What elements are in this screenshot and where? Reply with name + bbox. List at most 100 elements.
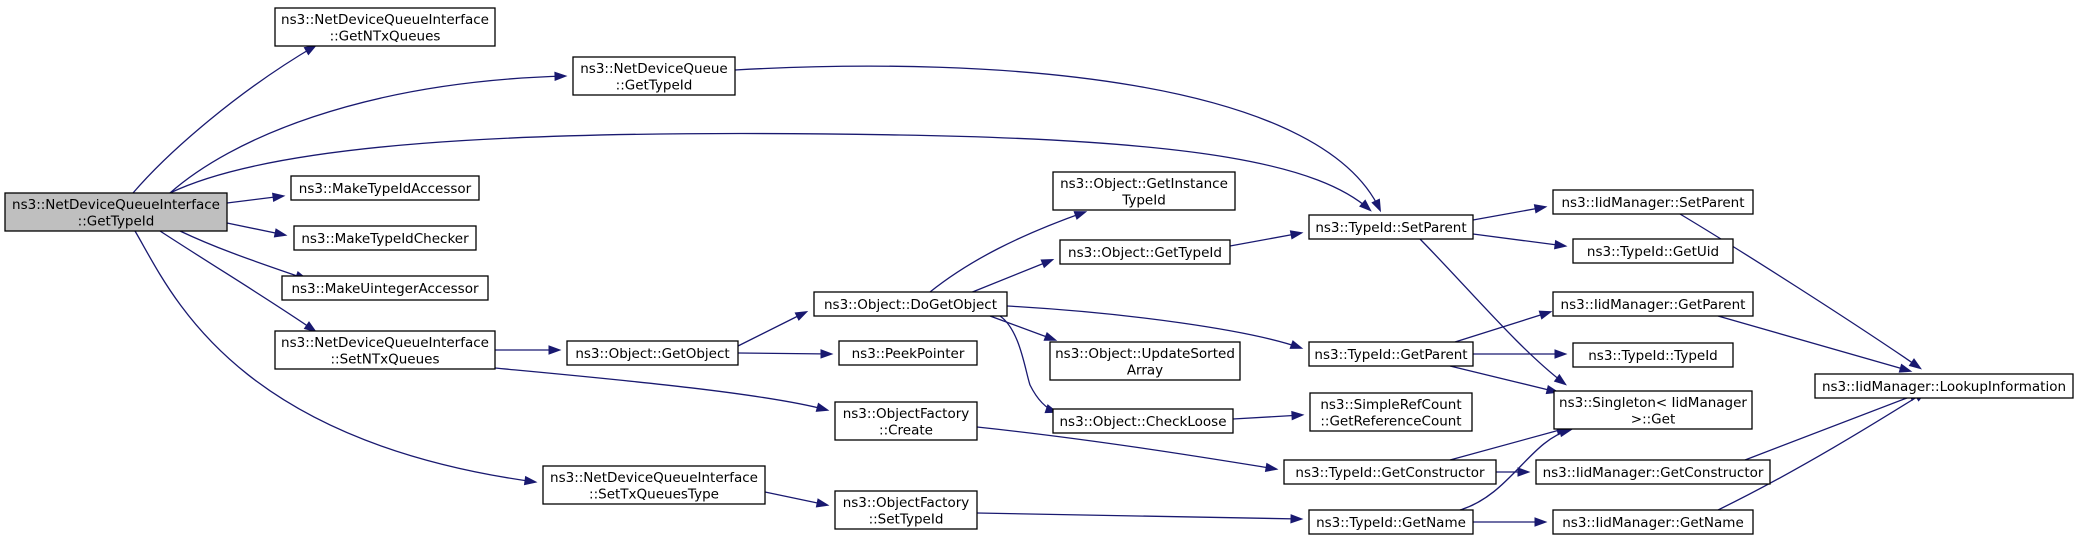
node-label-line: ns3::TypeId::SetParent bbox=[1315, 220, 1466, 236]
node-label-line: ns3::Object::UpdateSorted bbox=[1055, 346, 1235, 362]
edge-doGetObject-to-obj_getinstancetypeid bbox=[929, 211, 1088, 293]
node-label-line: ns3::TypeId::GetParent bbox=[1314, 347, 1467, 363]
root-node[interactable]: ns3::NetDeviceQueueInterface::GetTypeId bbox=[4, 192, 228, 232]
node-label-line: ns3::Object::DoGetObject bbox=[824, 297, 997, 313]
node-of-create[interactable]: ns3::ObjectFactory::Create bbox=[834, 401, 978, 441]
node-singleton-get[interactable]: ns3::Singleton< IidManager >::Get bbox=[1553, 390, 1753, 430]
node-box bbox=[1309, 392, 1473, 432]
node-label-line: ns3::TypeId::TypeId bbox=[1588, 348, 1718, 364]
edge-ndq_gettypeid-to-tid_setparent bbox=[734, 65, 1382, 213]
node-label-line: ::Create bbox=[879, 422, 933, 438]
node-label-line: ns3::IidManager::GetConstructor bbox=[1543, 465, 1764, 481]
node-tid-getparent[interactable]: ns3::TypeId::GetParent bbox=[1308, 341, 1474, 367]
node-label-line: ns3::MakeTypeIdAccessor bbox=[299, 181, 472, 197]
node-of-settypeid[interactable]: ns3::ObjectFactory::SetTypeId bbox=[834, 490, 978, 530]
node-getntx[interactable]: ns3::NetDeviceQueueInterface::GetNTxQueu… bbox=[274, 7, 496, 47]
node-label-line: ns3::NetDeviceQueueInterface bbox=[281, 12, 489, 28]
arrowhead-icon bbox=[303, 44, 318, 56]
arrowhead-icon bbox=[272, 192, 286, 202]
arrowhead-icon bbox=[523, 475, 538, 486]
edge-line bbox=[1744, 392, 1921, 461]
edges-layer bbox=[132, 44, 1928, 527]
edge-line bbox=[134, 230, 536, 483]
arrowhead-icon bbox=[815, 498, 830, 508]
arrowhead-icon bbox=[1898, 363, 1913, 373]
node-box bbox=[1308, 214, 1474, 240]
node-obj-gettypeid[interactable]: ns3::Object::GetTypeId bbox=[1059, 239, 1231, 265]
arrowhead-icon bbox=[815, 402, 830, 412]
node-label-line: Array bbox=[1127, 362, 1163, 378]
node-iid-lookup[interactable]: ns3::IidManager::LookupInformation bbox=[1814, 373, 2074, 399]
edge-line bbox=[1229, 232, 1302, 247]
edge-line bbox=[737, 311, 807, 347]
node-maketypeidaccessor[interactable]: ns3::MakeTypeIdAccessor bbox=[290, 175, 480, 201]
node-simplerefcount[interactable]: ns3::SimpleRefCount::GetReferenceCount bbox=[1309, 392, 1473, 432]
node-settxqueuestype[interactable]: ns3::NetDeviceQueueInterface::SetTxQueue… bbox=[542, 465, 766, 505]
node-tid-setparent[interactable]: ns3::TypeId::SetParent bbox=[1308, 214, 1474, 240]
node-tid-getuid[interactable]: ns3::TypeId::GetUid bbox=[1572, 238, 1734, 264]
edge-line bbox=[1449, 365, 1558, 393]
edge-line bbox=[179, 230, 307, 280]
edge-line bbox=[1459, 429, 1571, 511]
node-label-line: >::Get bbox=[1631, 411, 1675, 427]
node-box bbox=[834, 401, 978, 441]
edge-line bbox=[494, 367, 828, 411]
arrowhead-icon bbox=[1289, 340, 1304, 349]
edge-root-to-settxqueuestype bbox=[134, 230, 538, 486]
edge-tid_getname-to-iid_getname bbox=[1473, 517, 1548, 527]
node-iid-getconstructor[interactable]: ns3::IidManager::GetConstructor bbox=[1535, 459, 1771, 485]
nodes-layer: ns3::NetDeviceQueueInterface::GetTypeIdn… bbox=[4, 7, 2074, 535]
node-iid-getname[interactable]: ns3::IidManager::GetName bbox=[1552, 509, 1754, 535]
arrowhead-icon bbox=[1553, 373, 1567, 386]
arrowhead-icon bbox=[1371, 198, 1382, 213]
node-box bbox=[1052, 171, 1236, 211]
arrowhead-icon bbox=[1264, 462, 1279, 473]
edge-line bbox=[929, 211, 1086, 293]
node-getobject[interactable]: ns3::Object::GetObject bbox=[566, 340, 739, 366]
node-iid-getparent[interactable]: ns3::IidManager::GetParent bbox=[1552, 291, 1754, 317]
node-label-line: ::SetNTxQueues bbox=[331, 351, 440, 367]
node-box bbox=[1308, 341, 1474, 367]
node-tid-getname[interactable]: ns3::TypeId::GetName bbox=[1308, 509, 1474, 535]
node-box bbox=[274, 330, 496, 370]
node-label-line: ns3::ObjectFactory bbox=[843, 406, 970, 422]
node-obj-checkloose[interactable]: ns3::Object::CheckLoose bbox=[1052, 408, 1234, 434]
node-label-line: ns3::TypeId::GetConstructor bbox=[1295, 465, 1485, 481]
node-box bbox=[290, 175, 480, 201]
node-label-line: ns3::Object::GetInstance bbox=[1060, 176, 1228, 192]
edge-line bbox=[1679, 213, 1921, 369]
arrowhead-icon bbox=[794, 310, 809, 321]
edge-line bbox=[764, 491, 828, 506]
arrowhead-icon bbox=[548, 345, 562, 355]
arrowhead-icon bbox=[820, 349, 834, 359]
node-maketypeidchecker[interactable]: ns3::MakeTypeIdChecker bbox=[293, 225, 477, 251]
edge-line bbox=[1449, 427, 1568, 461]
edge-line bbox=[132, 45, 316, 194]
node-iid-setparent[interactable]: ns3::IidManager::SetParent bbox=[1552, 189, 1754, 215]
node-setntx[interactable]: ns3::NetDeviceQueueInterface::SetNTxQueu… bbox=[274, 330, 496, 370]
node-makeuintegeraccessor[interactable]: ns3::MakeUintegerAccessor bbox=[281, 275, 489, 301]
edge-line bbox=[1006, 305, 1302, 349]
node-box bbox=[1814, 373, 2074, 399]
node-peekpointer[interactable]: ns3::PeekPointer bbox=[838, 340, 978, 366]
node-box bbox=[1552, 189, 1754, 215]
arrowhead-icon bbox=[303, 321, 318, 333]
node-ndq-gettypeid[interactable]: ns3::NetDeviceQueue::GetTypeId bbox=[572, 56, 736, 96]
node-label-line: ns3::Object::GetObject bbox=[575, 346, 729, 362]
node-tid-getconstructor[interactable]: ns3::TypeId::GetConstructor bbox=[1283, 459, 1497, 485]
edge-line bbox=[159, 230, 316, 332]
edge-of_create-to-tid_getconstructor bbox=[976, 426, 1279, 473]
edge-line bbox=[169, 75, 566, 194]
node-doGetObject[interactable]: ns3::Object::DoGetObject bbox=[813, 291, 1008, 317]
edge-line bbox=[1232, 414, 1303, 420]
arrowhead-icon bbox=[1040, 259, 1055, 269]
edge-tid_getconstructor-to-singleton_get bbox=[1449, 426, 1570, 461]
node-tid-typeid[interactable]: ns3::TypeId::TypeId bbox=[1572, 342, 1734, 368]
node-label-line: ns3::MakeTypeIdChecker bbox=[301, 231, 469, 247]
node-box bbox=[293, 225, 477, 251]
arrowhead-icon bbox=[1554, 349, 1568, 359]
edge-obj_gettypeid-to-tid_setparent bbox=[1229, 230, 1304, 247]
arrowhead-icon bbox=[1073, 211, 1088, 220]
